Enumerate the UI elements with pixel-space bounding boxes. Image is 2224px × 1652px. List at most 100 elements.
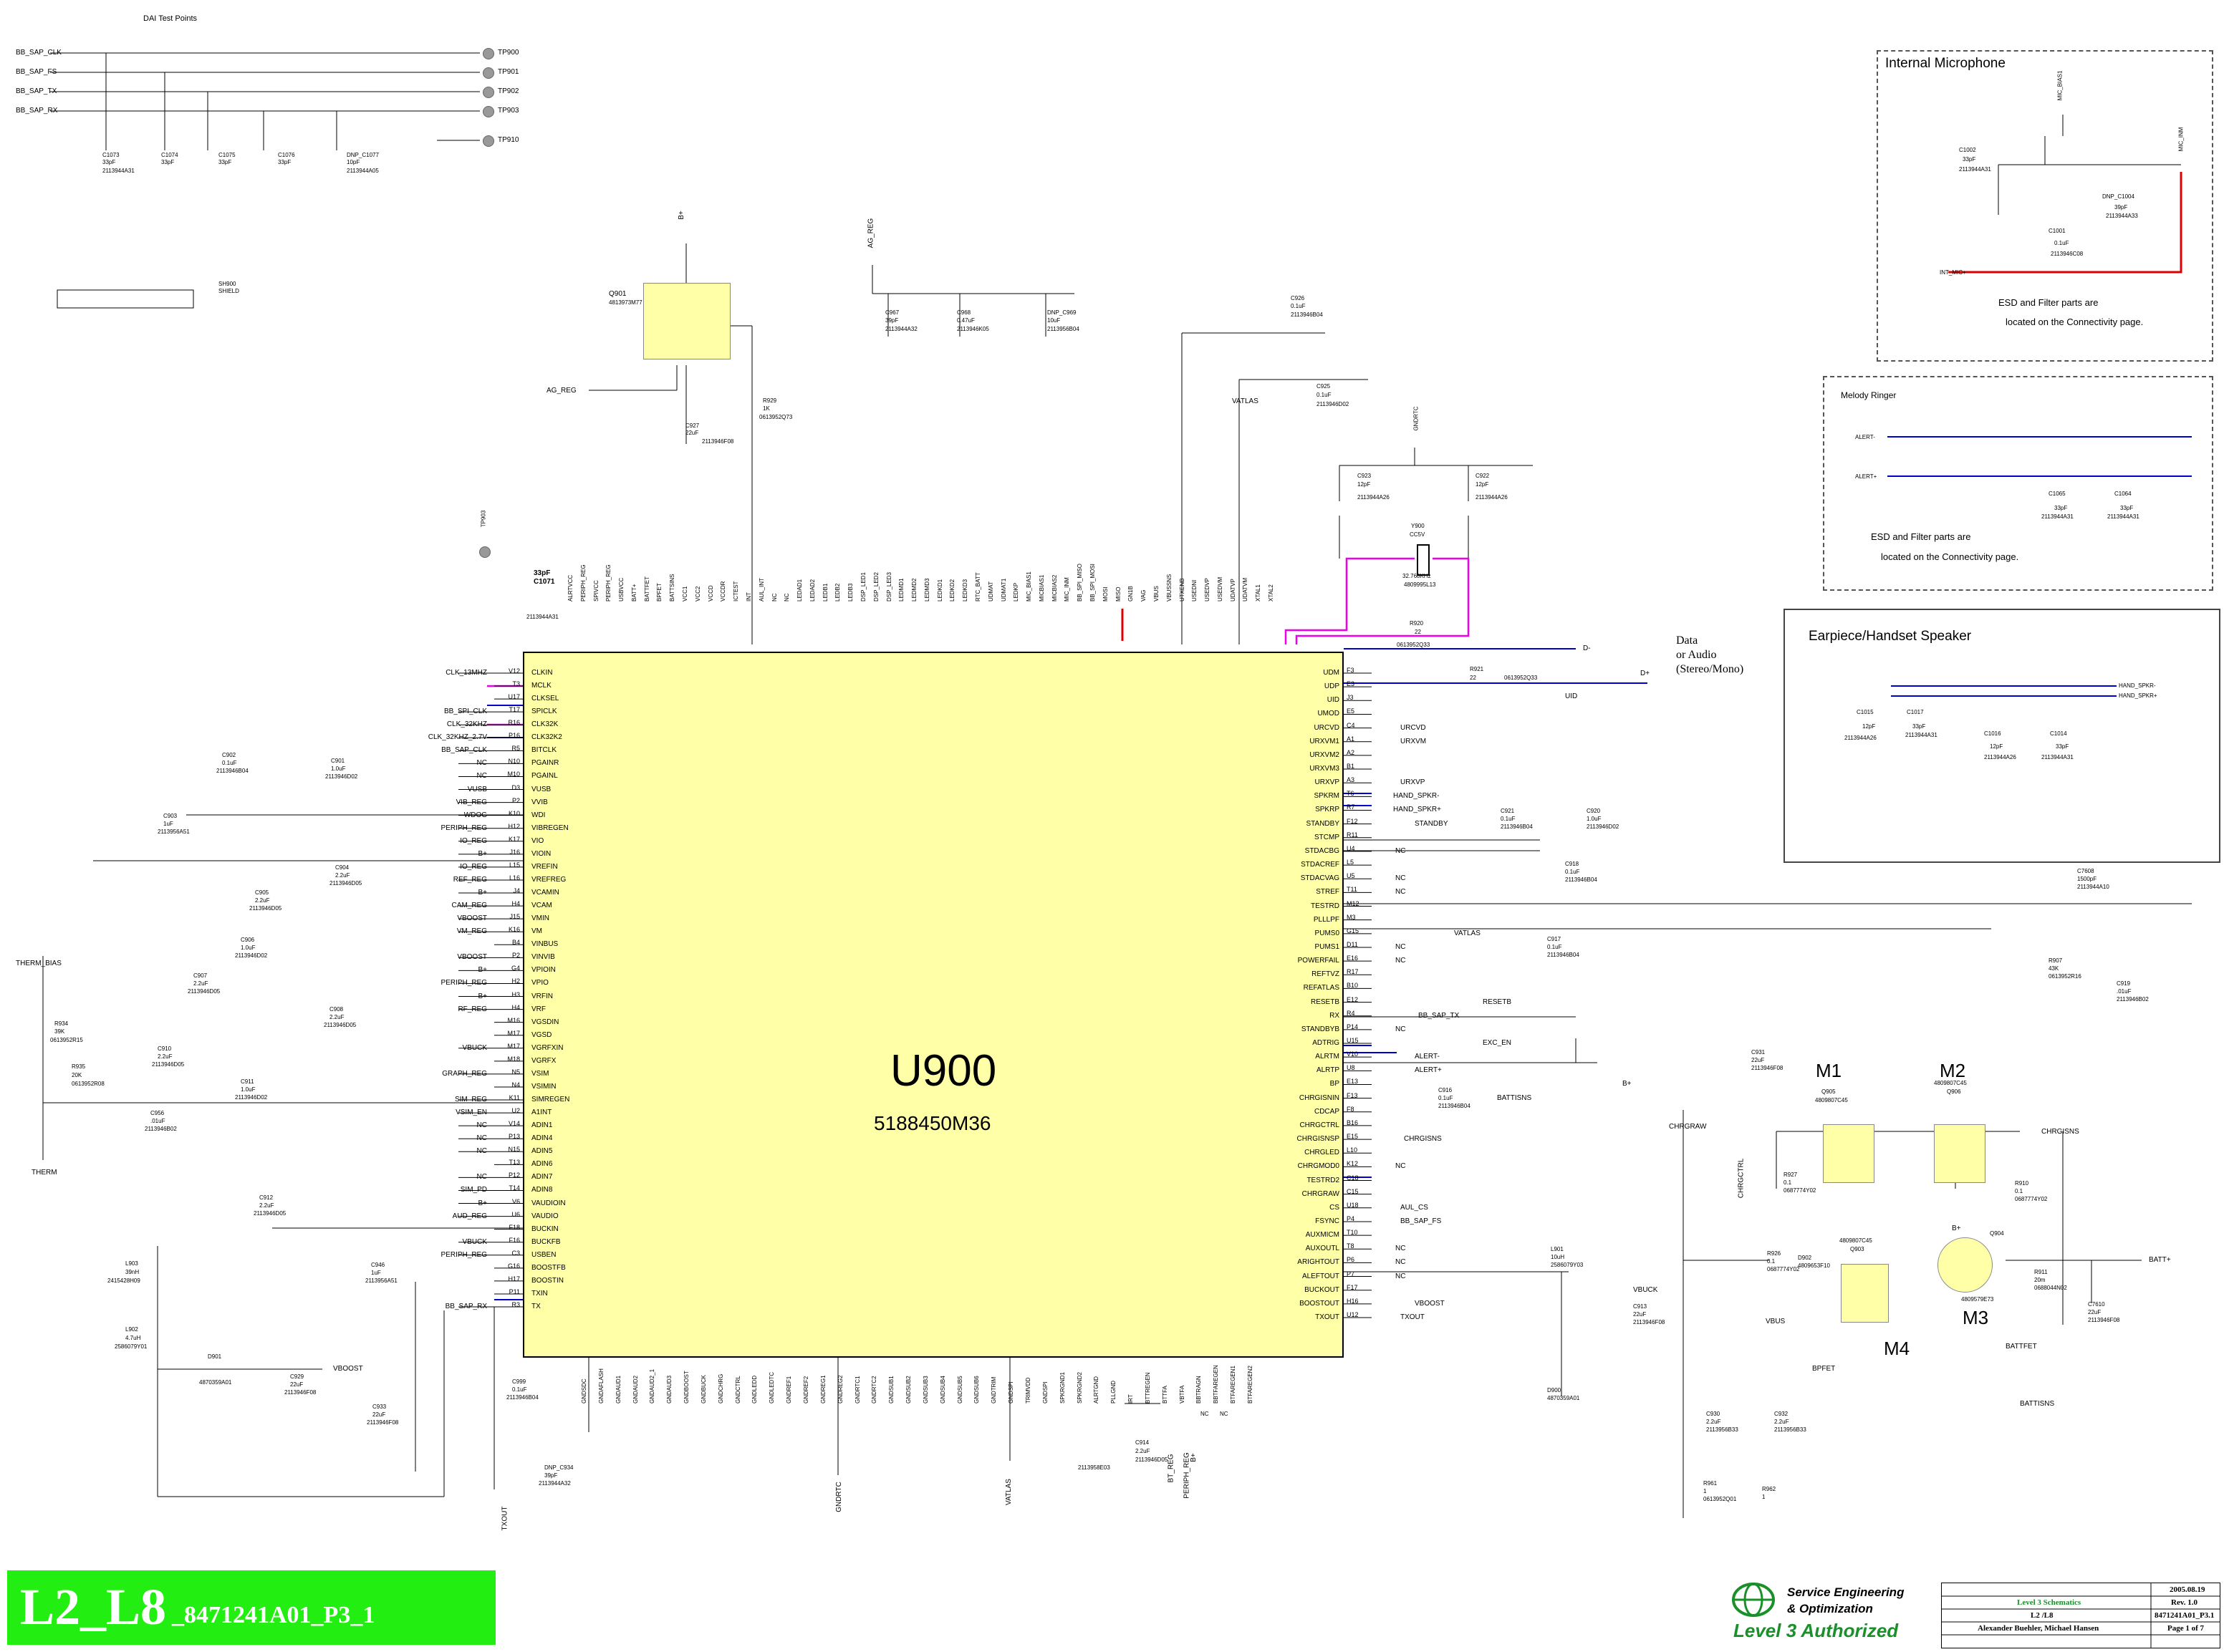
part-val: 0.1uF xyxy=(1547,944,1562,950)
dai-net-clk: BB_SAP_CLK xyxy=(16,49,62,57)
left-pin-number: G16 xyxy=(507,1262,520,1270)
r920-val: 22 xyxy=(1415,629,1421,635)
top-pin-label: MIC_INM xyxy=(1064,577,1071,602)
right-net-label: ALERT+ xyxy=(1415,1066,1442,1075)
c1004-pn: 2113944A33 xyxy=(2106,213,2138,219)
page-banner: L2_L8 _8471241A01_P3_1 xyxy=(7,1570,496,1645)
left-pin-name: VRFIN xyxy=(531,992,553,1000)
vboost-label: VBOOST xyxy=(333,1365,363,1373)
q903-ref: Q903 xyxy=(1850,1246,1864,1252)
left-pin-number: T13 xyxy=(509,1159,520,1166)
battisns-label: BATTISNS xyxy=(2020,1400,2055,1408)
right-net-label: BB_SAP_TX xyxy=(1418,1011,1460,1020)
bottom-pin-label: GNDREG1 xyxy=(819,1375,827,1404)
part-val: 10uH xyxy=(1551,1254,1565,1260)
bplus-bottom: B+ xyxy=(1189,1453,1198,1462)
left-net-label: NC xyxy=(476,772,487,781)
bottom-pin-label: GNDTRIM xyxy=(991,1376,998,1404)
left-pin-number: F18 xyxy=(509,1223,520,1231)
right-pin-number: F3 xyxy=(1347,667,1354,674)
part-pn: 2113946F08 xyxy=(2088,1317,2120,1323)
left-net-label: CAM_REG xyxy=(451,902,487,910)
tp-label: TP903 xyxy=(498,107,519,115)
left-net-label: NC xyxy=(476,1134,487,1143)
right-pin-number: T6 xyxy=(1347,790,1354,798)
c1001-pn: 2113946C08 xyxy=(2051,251,2084,257)
right-pin-name: URXVM1 xyxy=(1309,737,1339,745)
left-pin-number: J15 xyxy=(509,913,520,921)
r929-pn: 0613952Q73 xyxy=(759,414,793,420)
tp-label: TP900 xyxy=(498,49,519,57)
right-net-label: STANDBY xyxy=(1415,819,1448,828)
bottom-pin-label: GNDRTC1 xyxy=(854,1376,861,1404)
left-pin-number: L16 xyxy=(509,874,520,881)
left-pin-name: TX xyxy=(531,1303,541,1310)
part-pn: 2113946F08 xyxy=(1633,1319,1665,1325)
part-val: 1 xyxy=(1703,1488,1707,1494)
chgctrl-label: CHRGCTRL xyxy=(1737,1158,1746,1199)
c925-pn: 2113946D02 xyxy=(1316,401,1349,407)
left-pin-name: CLK32K2 xyxy=(531,733,562,742)
left-net-label: SIM_REG xyxy=(454,1096,487,1104)
right-pin-number: U8 xyxy=(1347,1064,1355,1072)
r921-ref: R921 xyxy=(1470,666,1484,672)
cap-pn: 2113946D05 xyxy=(249,905,282,912)
c967-val: 39pF xyxy=(885,317,899,324)
c925-ref: C925 xyxy=(1316,383,1331,390)
left-pin-name: BOOSTIN xyxy=(531,1276,564,1285)
cap-pn: 2113944A31 xyxy=(102,168,135,174)
mic-panel xyxy=(1877,50,2213,362)
part-ref: C918 xyxy=(1565,861,1579,867)
left-pin-number: C3 xyxy=(511,1249,520,1257)
part-ref: C921 xyxy=(1501,808,1515,814)
gndrtc-bottom: GNDRTC xyxy=(834,1482,843,1512)
left-net-label: NC xyxy=(476,759,487,768)
right-pin-name: BOOSTOUT xyxy=(1299,1299,1339,1308)
cap-val: 2.2uF xyxy=(193,980,208,987)
left-pin-number: K10 xyxy=(508,809,520,817)
cap-ref: C905 xyxy=(255,889,269,896)
c1017-val: 33pF xyxy=(1912,723,1926,730)
left-pin-number: B4 xyxy=(511,939,520,947)
r920-ref: R920 xyxy=(1410,620,1424,627)
mic-bias: MIC_BIAS1 xyxy=(2056,70,2064,101)
left-net-label: IO_REG xyxy=(460,862,487,871)
cap-pn: 2113946D05 xyxy=(329,880,362,887)
left-net-label: VM_REG xyxy=(456,927,487,936)
q904-ref: Q904 xyxy=(1990,1230,2004,1237)
part-pn: 0688044N02 xyxy=(2034,1285,2067,1291)
q905-pn: 4809807C45 xyxy=(1815,1097,1848,1103)
y900-type: CC5V xyxy=(1410,531,1425,538)
top-pin-label: USBVCC xyxy=(618,577,625,602)
left-pin-number: H12 xyxy=(508,822,520,830)
top-pin-label: USEDVP xyxy=(1204,578,1211,602)
globe-icon xyxy=(1732,1583,1775,1617)
left-pin-name: A1INT xyxy=(531,1108,552,1117)
bottom-pin-label: GNDSUB2 xyxy=(905,1376,913,1404)
right-pin-name: UDM xyxy=(1323,669,1339,677)
right-pin-number: K12 xyxy=(1347,1160,1359,1168)
left-pin-name: VSIM xyxy=(531,1069,549,1078)
right-pin-number: E12 xyxy=(1347,995,1359,1003)
c968-val: 0.47uF xyxy=(957,317,975,324)
right-net-label: CHRGISNS xyxy=(1404,1135,1442,1144)
left-pin-number: R16 xyxy=(508,719,520,727)
left-pin-number: H4 xyxy=(511,900,520,908)
part-pn: 2113956B33 xyxy=(1774,1426,1806,1433)
top-pin-label: MICBIAS2 xyxy=(1051,574,1058,602)
right-pin-number: B16 xyxy=(1347,1119,1359,1126)
right-pin-name: BP xyxy=(1329,1080,1339,1088)
top-pin-label: VCC1 xyxy=(682,586,689,602)
part-val: 1500pF xyxy=(2077,876,2097,882)
mic-title: Internal Microphone xyxy=(1885,56,2006,71)
left-net-label: BB_SAP_CLK xyxy=(441,746,487,755)
tp-label: TP902 xyxy=(498,87,519,95)
bottom-pin-label: GNDSUB3 xyxy=(922,1376,929,1404)
cap-val: 10pF xyxy=(347,159,360,165)
left-pin-number: P16 xyxy=(508,732,520,740)
bottom-pin-label: GNDCTRL xyxy=(734,1376,741,1404)
left-pin-name: CLK32K xyxy=(531,720,559,729)
right-net-label: RESETB xyxy=(1483,998,1512,1006)
cap-val: 1.0uF xyxy=(331,765,346,772)
right-pin-number: U12 xyxy=(1347,1311,1359,1318)
